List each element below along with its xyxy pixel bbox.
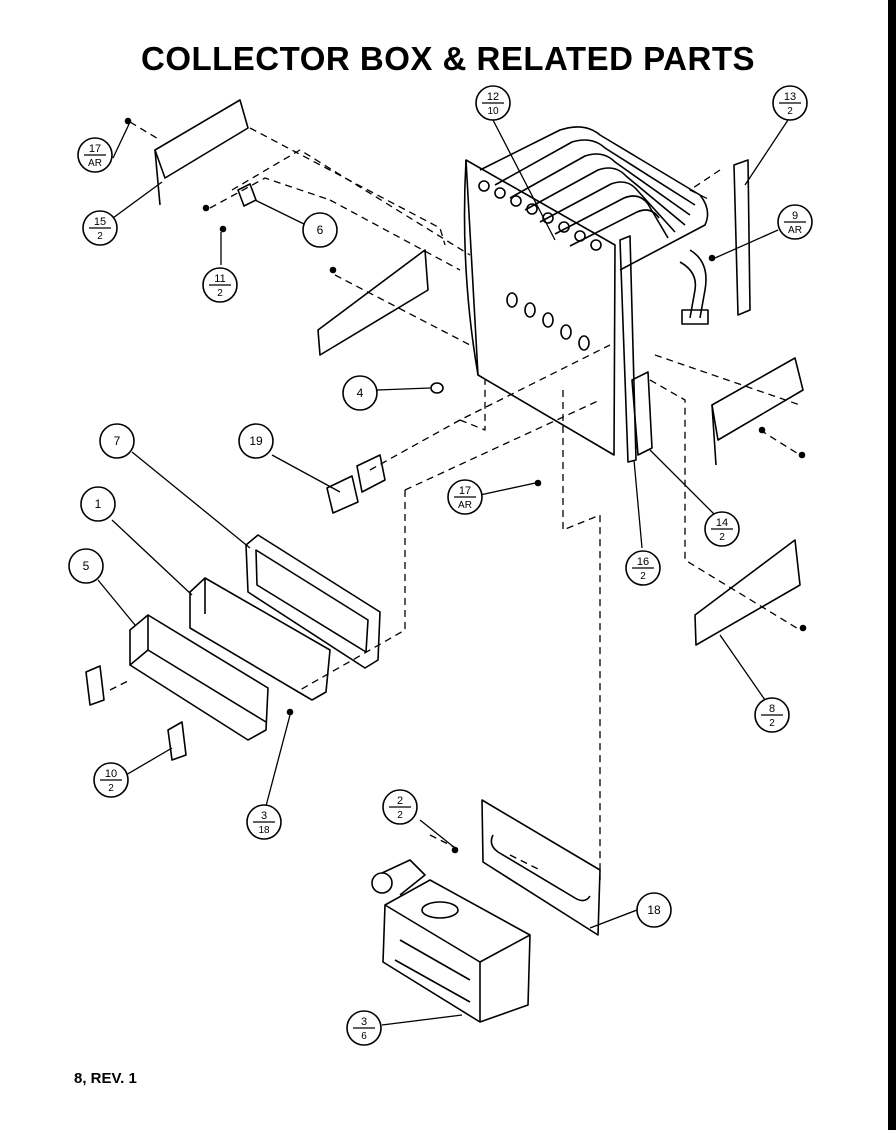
callout-quantity: AR [788, 225, 802, 236]
callout-part-number: 6 [317, 223, 324, 237]
callout-part-number: 5 [83, 559, 90, 573]
callout-circle [238, 423, 274, 459]
callout-quantity: 10 [487, 106, 499, 117]
inducer-assembly [371, 799, 601, 1023]
heat-exchanger [463, 126, 709, 456]
callout-3-6: 36 [346, 1010, 382, 1046]
callout-quantity: 2 [787, 106, 793, 117]
callout-part-number: 2 [397, 795, 403, 807]
callout-circle [80, 486, 116, 522]
callout-quantity: 2 [108, 783, 114, 794]
callout-8-2: 82 [754, 697, 790, 733]
right-border-bar [888, 0, 896, 1130]
rails [619, 159, 751, 463]
callout-4: 4 [342, 375, 378, 411]
callout-quantity: 2 [397, 810, 403, 821]
callout-6: 6 [302, 212, 338, 248]
callout-circle [342, 375, 378, 411]
callout-circle [636, 892, 672, 928]
callout-quantity: 2 [217, 288, 223, 299]
callout-part-number: 13 [784, 91, 796, 103]
callout-11-2: 112 [202, 267, 238, 303]
callout-quantity: 18 [258, 825, 270, 836]
collector-box-parts [85, 534, 381, 761]
callout-part-number: 18 [647, 903, 661, 917]
callout-part-number: 14 [716, 517, 728, 529]
callout-part-number: 3 [261, 810, 267, 822]
callout-part-number: 17 [89, 143, 101, 155]
revision-label: 8, REV. 1 [74, 1070, 137, 1087]
callout-part-number: 8 [769, 703, 775, 715]
callout-part-number: 3 [361, 1016, 367, 1028]
callout-quantity: 2 [97, 231, 103, 242]
callout-5: 5 [68, 548, 104, 584]
callout-part-number: 9 [792, 210, 798, 222]
callout-15-2: 152 [82, 210, 118, 246]
callout-9-ar: 9AR [777, 204, 813, 240]
callout-quantity: 2 [769, 718, 775, 729]
callout-13-2: 132 [772, 85, 808, 121]
callout-circle [99, 423, 135, 459]
callout-quantity: AR [458, 500, 472, 511]
callout-1: 1 [80, 486, 116, 522]
callout-part-number: 11 [214, 273, 225, 285]
callout-part-number: 7 [114, 434, 121, 448]
callout-14-2: 142 [704, 511, 740, 547]
callout-part-number: 16 [637, 556, 649, 568]
page-title: COLLECTOR BOX & RELATED PARTS [140, 40, 755, 77]
callout-3-18: 318 [246, 804, 282, 840]
callout-circle [302, 212, 338, 248]
callout-19: 19 [238, 423, 274, 459]
callout-2-2: 22 [382, 789, 418, 825]
callout-quantity: AR [88, 158, 102, 169]
callout-7: 7 [99, 423, 135, 459]
callout-18: 18 [636, 892, 672, 928]
baffles [154, 99, 804, 646]
callout-part-number: 1 [95, 497, 102, 511]
callout-quantity: 2 [640, 571, 646, 582]
callout-circle [68, 548, 104, 584]
callout-part-number: 12 [487, 91, 499, 103]
callout-part-number: 4 [357, 386, 364, 400]
callout-16-2: 162 [625, 550, 661, 586]
callout-part-number: 17 [459, 485, 471, 497]
callout-part-number: 15 [94, 216, 106, 228]
leader-lines [97, 119, 789, 1026]
callout-part-number: 19 [249, 434, 263, 448]
callout-quantity: 6 [361, 1031, 367, 1042]
callout-part-number: 10 [105, 768, 117, 780]
callout-10-2: 102 [93, 762, 129, 798]
callout-quantity: 2 [719, 532, 725, 543]
